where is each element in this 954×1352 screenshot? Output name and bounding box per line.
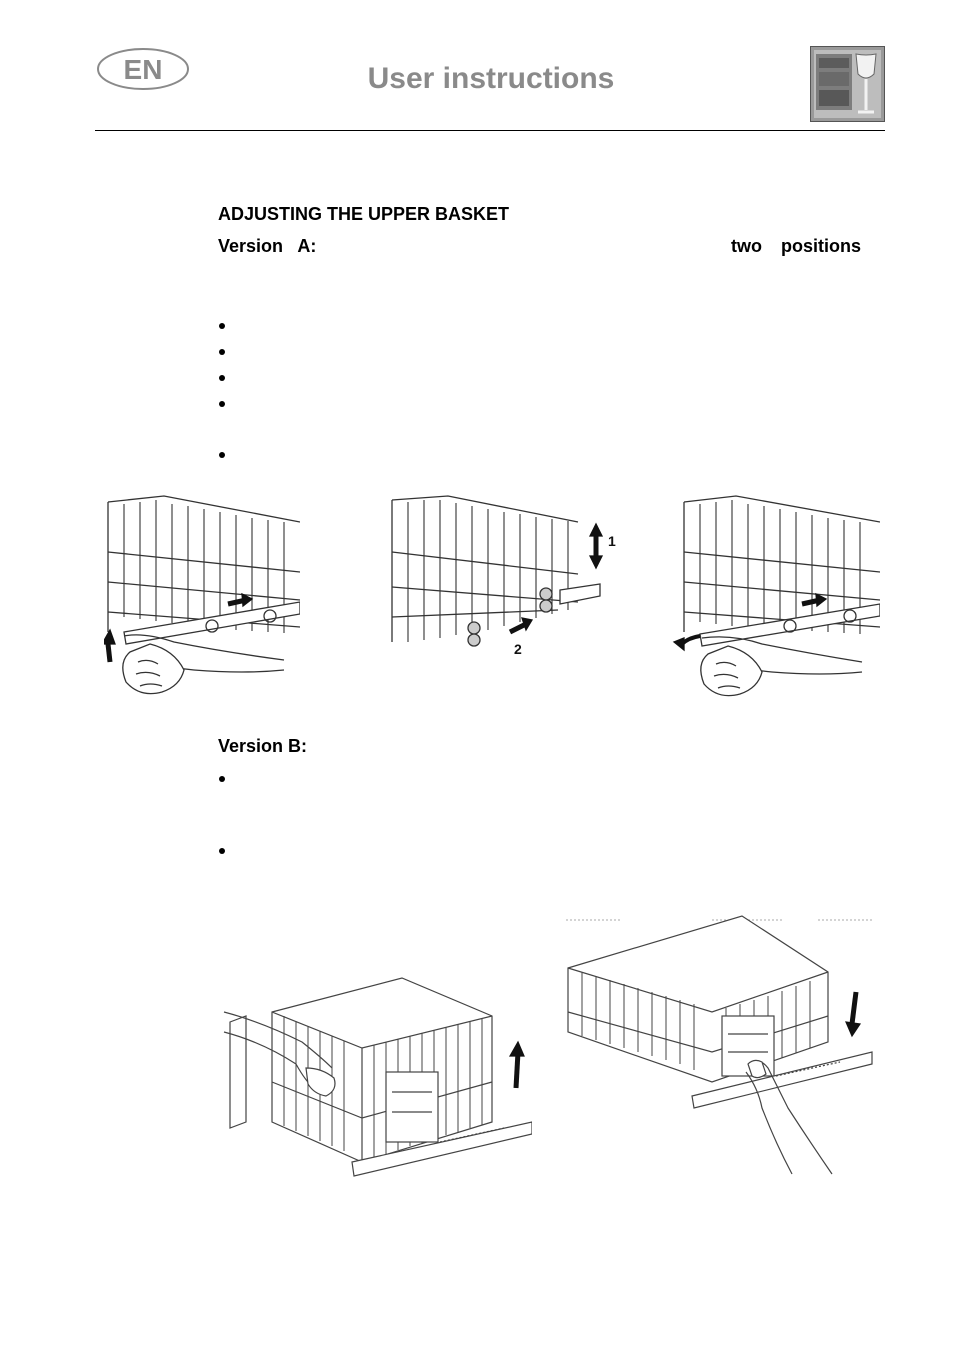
language-badge: EN <box>96 47 190 91</box>
figure-label-2: 2 <box>514 641 522 657</box>
version-a-text-two: two <box>731 236 762 256</box>
bullet-point <box>217 321 227 331</box>
bullet-point <box>217 774 227 784</box>
page-title: User instructions <box>367 62 615 95</box>
section-heading: ADJUSTING THE UPPER BASKET <box>218 204 510 224</box>
version-a-text-positions: positions <box>781 236 861 256</box>
dishwasher-glass-icon <box>810 46 885 122</box>
figure-label-1: 1 <box>608 533 616 549</box>
version-b-label: Version B: <box>218 736 308 756</box>
bullet-point <box>217 347 227 357</box>
bullet-point <box>217 450 227 460</box>
basket-raise-figure <box>222 972 532 1182</box>
basket-rail-lock-figure <box>672 492 880 704</box>
basket-rail-release-figure <box>104 492 300 704</box>
version-a-label: Version A: <box>218 236 317 256</box>
bullet-point <box>217 399 227 409</box>
basket-lift-figure: 1 2 <box>388 492 618 662</box>
header-divider <box>95 130 885 131</box>
bullet-point <box>217 373 227 383</box>
bullet-point <box>217 846 227 856</box>
basket-lower-figure <box>562 912 878 1184</box>
language-badge-text: EN <box>124 54 163 85</box>
